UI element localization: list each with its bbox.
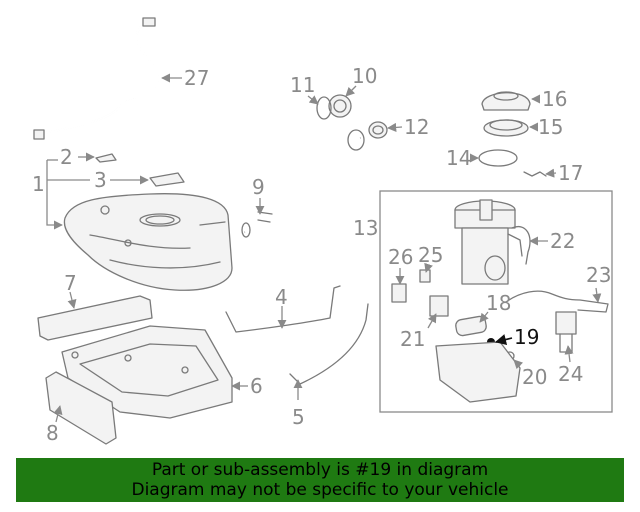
part-22-wire [511, 226, 531, 265]
callout-4: 4 [275, 285, 288, 309]
callout-16: 16 [542, 87, 567, 111]
part-8-plate [45, 371, 117, 445]
callout-24: 24 [558, 362, 583, 386]
part-27-breather-tube [33, 17, 159, 140]
part-7-protector [37, 295, 153, 341]
callout-22: 22 [550, 229, 575, 253]
info-banner: Part or sub-assembly is #19 in diagram D… [16, 458, 624, 502]
callout-5: 5 [292, 405, 305, 429]
callout-8: 8 [46, 421, 59, 445]
callout-19-highlighted: 19 [514, 325, 539, 349]
part-18-fuel-pump [455, 315, 487, 337]
callout-15: 15 [538, 115, 563, 139]
callout-3: 3 [94, 168, 107, 192]
part-5-strap [289, 303, 369, 385]
part-17-clip [523, 171, 547, 177]
callout-13: 13 [353, 216, 378, 240]
callout-26: 26 [388, 245, 413, 269]
banner-line-2: Diagram may not be specific to your vehi… [131, 480, 509, 500]
part-24-sensor [555, 311, 577, 353]
callout-9: 9 [252, 175, 265, 199]
part-25-connector [419, 269, 431, 283]
part-4-strap [225, 285, 341, 333]
part-15-retainer [483, 119, 529, 137]
pump-housing [435, 341, 521, 403]
part-1-fuel-tank [63, 193, 233, 291]
part-2-pad [95, 153, 117, 163]
callout-2: 2 [60, 145, 73, 169]
callout-20: 20 [522, 365, 547, 389]
part-13-pump-assembly-frame [379, 190, 613, 413]
callout-25: 25 [418, 243, 443, 267]
callout-10: 10 [352, 64, 377, 88]
callout-23: 23 [586, 263, 611, 287]
banner-line-1: Part or sub-assembly is #19 in diagram [151, 460, 489, 480]
callout-6: 6 [250, 374, 263, 398]
callout-11: 11 [290, 73, 315, 97]
callout-18: 18 [486, 291, 511, 315]
part-14-gasket [478, 149, 518, 167]
part-26-connector [391, 283, 407, 303]
part-23-harness [505, 290, 609, 313]
part-12-cap [368, 121, 388, 139]
callout-12: 12 [404, 115, 429, 139]
part-11-gasket [316, 96, 332, 120]
part-16-lock-ring [481, 91, 531, 111]
pump-module [454, 199, 523, 285]
part-3-pad [149, 172, 185, 187]
callout-7: 7 [64, 271, 77, 295]
part-10-filler-neck [328, 94, 352, 118]
callout-14: 14 [446, 146, 471, 170]
callout-21: 21 [400, 327, 425, 351]
callout-17: 17 [558, 161, 583, 185]
part-21-regulator [429, 295, 449, 317]
callout-1: 1 [32, 172, 45, 196]
callout-27: 27 [184, 66, 209, 90]
